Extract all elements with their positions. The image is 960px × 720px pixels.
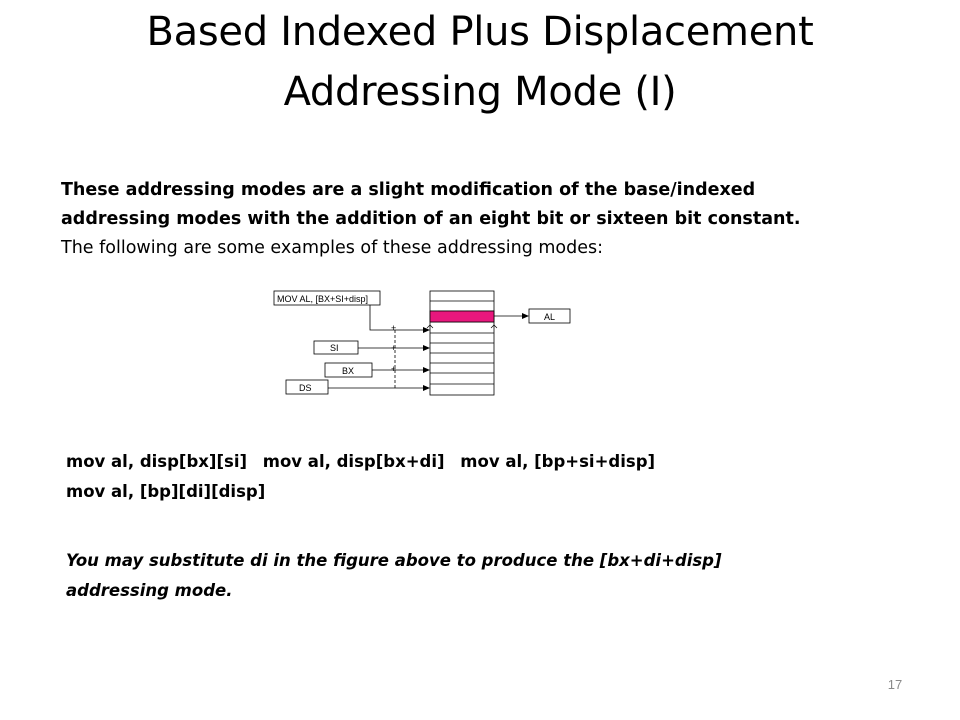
memory-highlight-cell bbox=[429, 310, 495, 323]
break-marks bbox=[426, 324, 498, 329]
instruction-box bbox=[273, 290, 381, 306]
memory-column bbox=[429, 290, 495, 396]
title-line-2: Addressing Mode (I) bbox=[283, 69, 677, 115]
plus-sign-3: + bbox=[391, 364, 396, 374]
example-4: mov al, [bp][di][disp] bbox=[66, 482, 266, 501]
example-1: mov al, disp[bx][si] bbox=[66, 452, 248, 471]
al-register-label: AL bbox=[544, 312, 555, 322]
si-register-box bbox=[313, 340, 359, 355]
examples-row-2: mov al, [bp][di][disp] bbox=[66, 477, 926, 507]
intro-line-1: These addressing modes are a slight modi… bbox=[61, 180, 756, 200]
instruction-label: MOV AL, [BX+SI+disp] bbox=[277, 294, 368, 304]
ds-register-box bbox=[285, 379, 329, 395]
si-register-label: SI bbox=[330, 343, 339, 353]
page-number: 17 bbox=[887, 677, 903, 692]
addressing-diagram: MOV AL, [BX+SI+disp] SI BX DS AL + + + bbox=[273, 290, 571, 396]
slide-title: Based Indexed Plus Displacement Addressi… bbox=[40, 2, 920, 122]
example-2: mov al, disp[bx+di] bbox=[262, 452, 445, 471]
intro-line-3: The following are some examples of these… bbox=[61, 238, 604, 258]
plus-signs: + + + bbox=[391, 323, 396, 374]
connection-lines bbox=[328, 305, 524, 389]
title-line-1: Based Indexed Plus Displacement bbox=[146, 9, 814, 55]
intro-line-2: addressing modes with the addition of an… bbox=[61, 209, 801, 229]
note-line-2: addressing mode. bbox=[66, 581, 233, 600]
note-line-1: You may substitute di in the figure abov… bbox=[66, 551, 722, 570]
ds-register-label: DS bbox=[299, 383, 312, 393]
note-paragraph: You may substitute di in the figure abov… bbox=[66, 546, 926, 606]
arrow-heads bbox=[423, 313, 529, 391]
examples-row-1: mov al, disp[bx][si] mov al, disp[bx+di]… bbox=[66, 447, 926, 477]
bx-register-label: BX bbox=[342, 366, 354, 376]
plus-sign-1: + bbox=[391, 323, 396, 333]
example-3: mov al, [bp+si+disp] bbox=[460, 452, 656, 471]
plus-sign-2: + bbox=[391, 343, 396, 353]
intro-paragraph: These addressing modes are a slight modi… bbox=[61, 176, 941, 263]
examples-block: mov al, disp[bx][si] mov al, disp[bx+di]… bbox=[66, 447, 926, 507]
